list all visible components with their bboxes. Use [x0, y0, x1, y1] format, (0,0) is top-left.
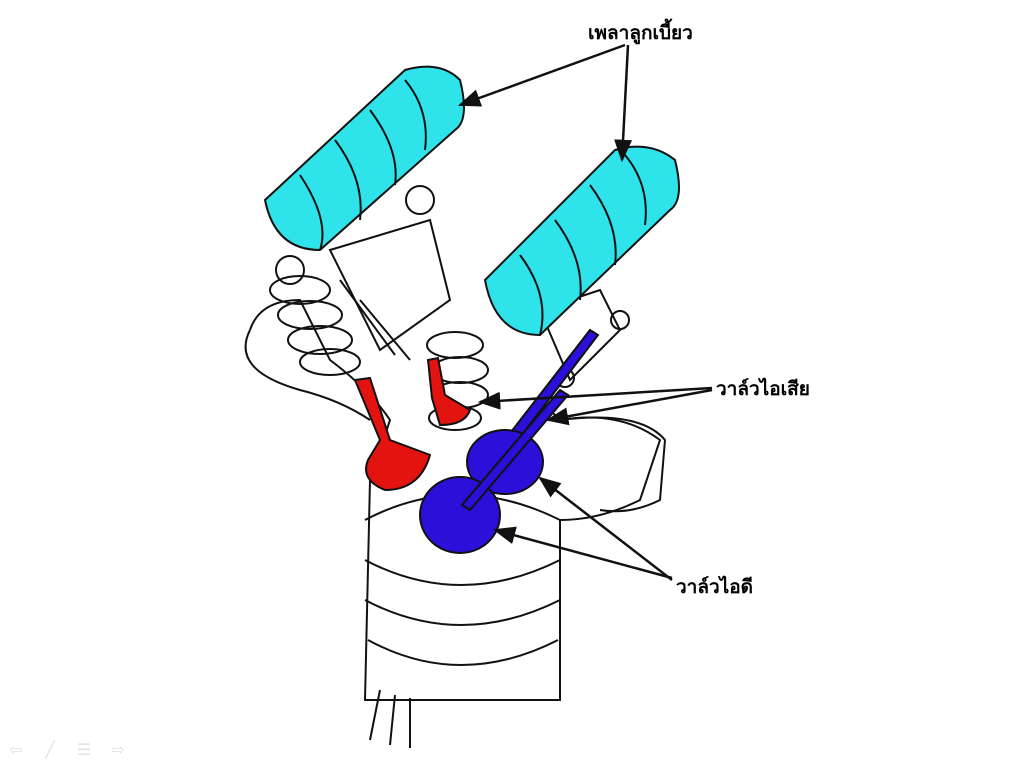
exhaust-valves	[353, 356, 472, 492]
cylinder-head-outline	[249, 298, 662, 701]
camshaft-label: เพลาลูกเบี้ยว	[588, 22, 693, 44]
exhaust-valve-label: วาล์วไอเสีย	[716, 378, 810, 400]
leader-arrows	[457, 43, 713, 581]
slide-navigation: ⇦ ╱ ☰ ⇨	[6, 742, 128, 758]
camshaft-right	[483, 145, 680, 337]
intake-port-outline	[559, 416, 667, 513]
camshaft-left	[263, 65, 465, 252]
intake-valves	[419, 328, 600, 554]
arrow-left-icon[interactable]: ⇦	[9, 740, 23, 759]
menu-icon[interactable]: ☰	[76, 740, 92, 759]
arrow-right-icon[interactable]: ⇨	[111, 740, 125, 759]
pen-icon[interactable]: ╱	[45, 740, 55, 759]
intake-valve-label: วาล์วไอดี	[676, 576, 753, 598]
